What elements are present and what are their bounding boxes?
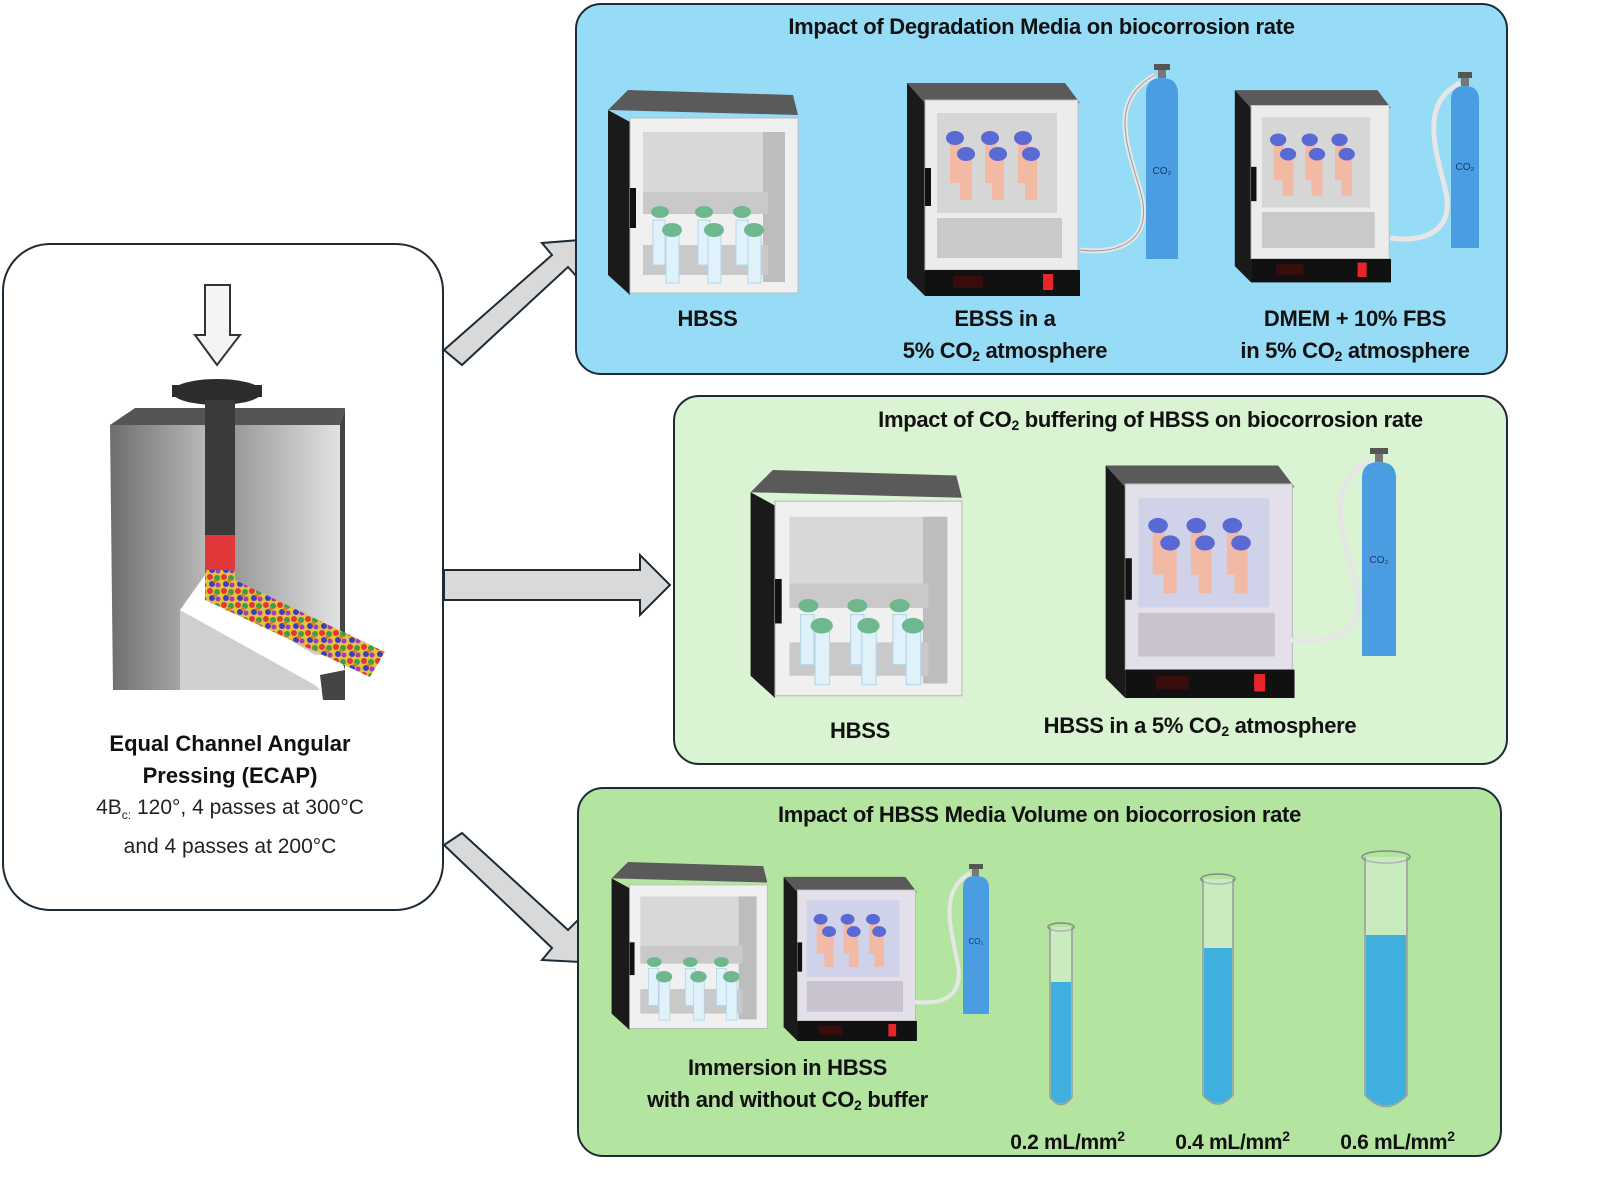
co2-cylinder-icon: CO₂: [1362, 448, 1396, 656]
co2-cylinder-label: CO₂: [968, 937, 983, 946]
ecap-title: Equal Channel Angular Pressing (ECAP): [109, 731, 351, 788]
label-ebss: EBSS in a 5% CO2 atmosphere: [902, 306, 1108, 364]
volume-label-0-4: 0.4 mL/mm2: [1175, 1128, 1290, 1154]
co2-hose-icon: [1389, 80, 1462, 242]
co2-hose-icon: [1079, 72, 1157, 254]
arrow-to-co2-panel: [443, 552, 672, 618]
incubator-icon: [611, 862, 768, 1030]
ecap-die-icon: [110, 284, 385, 700]
co2-cylinder-label: CO₂: [1153, 166, 1172, 177]
test-tube-icon: [1361, 850, 1411, 1108]
co2-cylinder-icon: CO₂: [1146, 64, 1178, 259]
label-hbss: HBSS: [830, 718, 890, 743]
co2-incubator-icon: [783, 876, 917, 1041]
press-direction-arrow: [193, 284, 243, 367]
ecap-parameters: 4Bc: 120°, 4 passes at 300°C and 4 passe…: [96, 796, 364, 859]
test-tube-icon: [1200, 873, 1236, 1105]
label-dmem: DMEM + 10% FBS in 5% CO2 atmosphere: [1240, 306, 1470, 364]
co2-cylinder-icon: CO₂: [963, 864, 989, 1014]
label-hbss-co2: HBSS in a 5% CO2 atmosphere: [1043, 713, 1357, 739]
label-hbss: HBSS: [677, 306, 738, 331]
incubator-icon: [608, 90, 799, 295]
panel-title: Impact of HBSS Media Volume on biocorros…: [777, 802, 1302, 827]
panel-title: Impact of Degradation Media on biocorros…: [788, 14, 1295, 39]
co2-hose-icon: [914, 871, 972, 1005]
co2-incubator-icon: [1105, 465, 1295, 698]
arrow-to-volume-panel: [442, 831, 582, 964]
incubator-icon: [750, 470, 963, 698]
co2-cylinder-label: CO₂: [1370, 555, 1389, 566]
label-immersion: Immersion in HBSS with and without CO2 b…: [647, 1055, 928, 1113]
co2-incubator-icon: [907, 83, 1080, 296]
volume-label-0-2: 0.2 mL/mm2: [1010, 1128, 1125, 1154]
co2-hose-icon: [1289, 457, 1372, 644]
co2-cylinder-icon: CO₂: [1451, 72, 1479, 248]
panel-title: Impact of CO2 buffering of HBSS on bioco…: [878, 407, 1423, 433]
arrow-to-media-panel: [442, 238, 582, 367]
volume-label-0-6: 0.6 mL/mm2: [1340, 1128, 1455, 1154]
test-tube-icon: [1047, 922, 1075, 1106]
co2-incubator-icon: [1234, 90, 1391, 283]
co2-cylinder-label: CO₂: [1456, 162, 1475, 173]
